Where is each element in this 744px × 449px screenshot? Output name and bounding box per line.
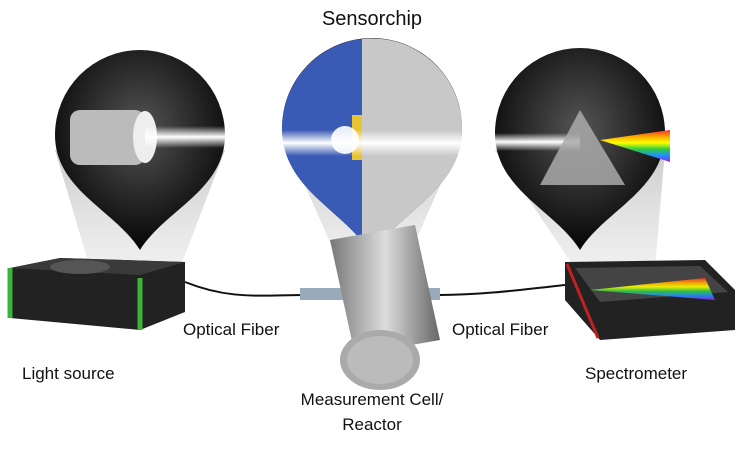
label-optical-fiber-left: Optical Fiber xyxy=(183,320,280,339)
lens-icon xyxy=(70,110,145,165)
title-sensorchip: Sensorchip xyxy=(321,8,423,30)
spectrometer-device xyxy=(565,260,735,340)
label-optical-fiber-right: Optical Fiber xyxy=(452,320,549,339)
fan-icon xyxy=(50,260,110,274)
right-bubble xyxy=(495,48,670,250)
label-spectrometer: Spectrometer xyxy=(585,364,688,383)
measurement-cell xyxy=(300,225,440,390)
label-light-source: Light source xyxy=(22,364,115,383)
left-bubble xyxy=(55,50,225,250)
label-reactor: Reactor xyxy=(342,415,402,434)
optical-fiber-right xyxy=(439,284,566,296)
middle-bubble xyxy=(282,38,462,255)
prism-icon xyxy=(540,110,625,185)
optical-fiber-left xyxy=(184,281,306,297)
label-measurement-cell: Measurement Cell/ xyxy=(300,390,444,409)
light-source-device xyxy=(7,258,185,330)
